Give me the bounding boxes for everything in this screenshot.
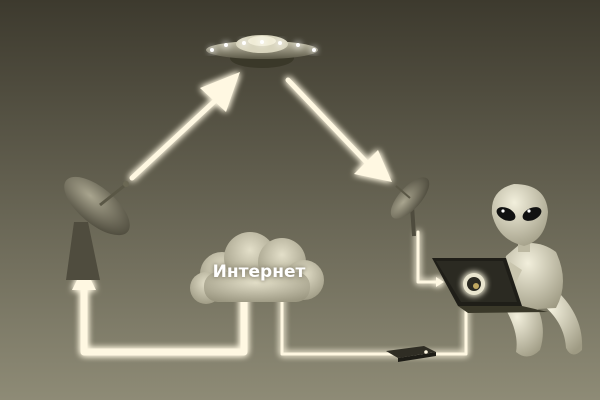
cloud-to-dish-line (80, 282, 248, 356)
ufo-icon (206, 35, 318, 68)
downlink-line (285, 77, 375, 171)
uplink-line (129, 95, 221, 181)
satellite-dish-icon (390, 177, 430, 237)
connection-lines (80, 77, 468, 356)
network-device-icon (386, 346, 436, 362)
arrow-to-laptop (436, 277, 444, 287)
arrow-to-ufo (200, 72, 240, 112)
arrow-to-dish (354, 150, 392, 182)
laptop-icon (432, 258, 548, 313)
laptop-to-cloud-line (280, 290, 468, 356)
alien-icon (491, 184, 583, 357)
satellite-dish-icon (64, 176, 130, 280)
screen-logo-icon (463, 273, 485, 295)
dish-to-laptop-line (416, 230, 442, 284)
cloud-icon (190, 232, 324, 304)
